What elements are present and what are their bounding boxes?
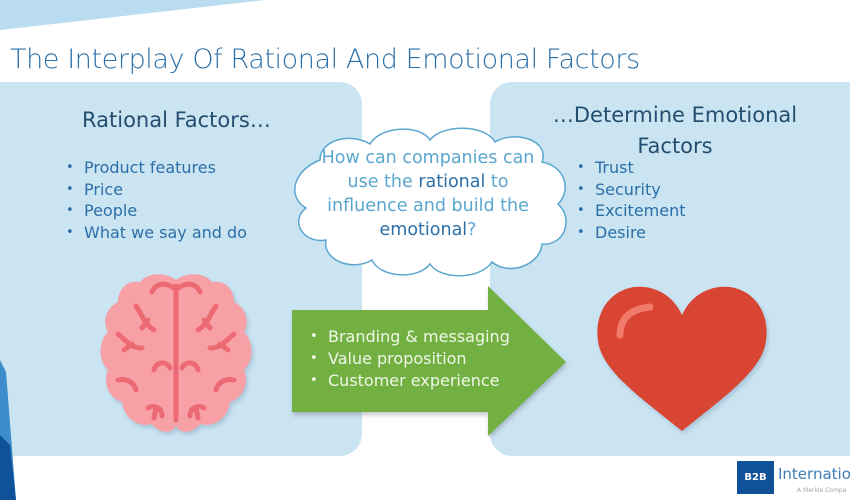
cloud-highlight-emotional: emotional <box>379 220 468 240</box>
logo-tagline: A Merkle Compa <box>797 487 847 494</box>
cloud-line-4-post: ? <box>467 220 477 240</box>
list-item: Branding & messaging <box>310 326 510 348</box>
heading-line-1: …Determine Emotional <box>552 103 798 127</box>
arrow-list: Branding & messaging Value proposition C… <box>310 326 510 392</box>
rational-factors-list: Product features Price People What we sa… <box>66 157 247 243</box>
heading-line-2: Factors <box>637 134 713 158</box>
cloud-highlight-rational: rational <box>418 172 486 192</box>
emotional-factors-list: Trust Security Excitement Desire <box>577 157 686 243</box>
cloud-question: How can companies can use the rational t… <box>300 146 556 242</box>
cloud-line-3: influence and build the <box>327 196 529 216</box>
company-logo: B2B Internationa A Merkle Compa <box>737 461 850 500</box>
list-item: Trust <box>577 157 686 179</box>
heart-icon <box>597 286 767 431</box>
top-decoration <box>0 0 265 30</box>
list-item: What we say and do <box>66 222 247 244</box>
list-item: Excitement <box>577 200 686 222</box>
thought-cloud <box>294 127 567 277</box>
list-item: Desire <box>577 222 686 244</box>
cloud-line-2-post: to <box>485 172 509 192</box>
rational-factors-heading: Rational Factors… <box>82 108 271 132</box>
list-item: Product features <box>66 157 247 179</box>
list-item: Security <box>577 179 686 201</box>
cloud-line-1: How can companies can <box>321 148 535 168</box>
logo-mark: B2B <box>737 461 774 494</box>
left-edge-decoration <box>0 360 16 500</box>
slide-title: The Interplay Of Rational And Emotional … <box>10 44 640 75</box>
cloud-line-2-pre: use the <box>347 172 419 192</box>
list-item: Customer experience <box>310 370 510 392</box>
list-item: People <box>66 200 247 222</box>
brain-icon <box>100 274 252 432</box>
list-item: Price <box>66 179 247 201</box>
emotional-factors-heading: …Determine Emotional Factors <box>530 100 820 162</box>
list-item: Value proposition <box>310 348 510 370</box>
logo-name: Internationa <box>778 465 850 483</box>
